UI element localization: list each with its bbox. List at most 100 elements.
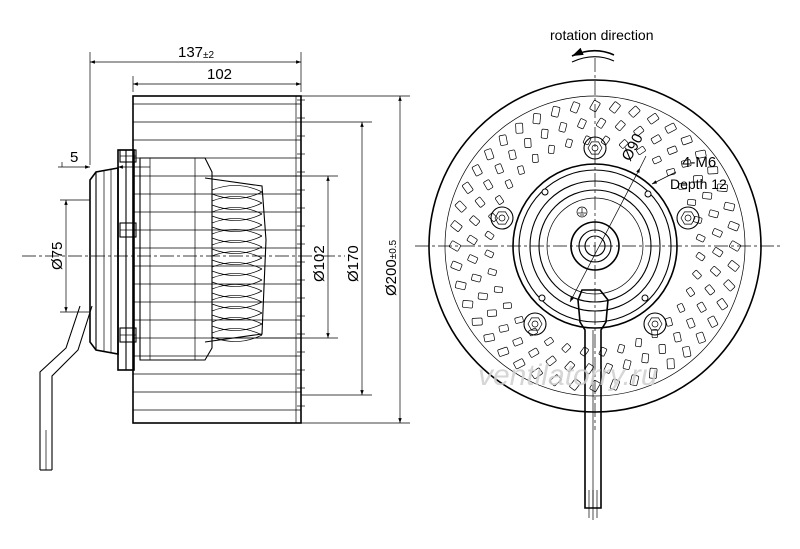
blade-opening: [487, 309, 497, 317]
svg-text:5: 5: [70, 149, 78, 166]
motor-side: [139, 157, 267, 361]
svg-text:Ø170: Ø170: [345, 245, 362, 282]
blade-opening: [467, 254, 479, 264]
blade-opening: [466, 234, 478, 245]
blade-opening: [723, 201, 736, 212]
blade-opening: [695, 252, 706, 262]
blade-opening: [680, 135, 693, 146]
blade-opening: [561, 343, 571, 353]
blade-opening: [636, 146, 646, 155]
blade-opening: [484, 230, 495, 240]
blade-opening: [716, 298, 728, 311]
coil-winding: [211, 224, 263, 232]
coil-winding: [211, 295, 263, 303]
dim-dia-102: Ø102: [212, 175, 338, 339]
blade-opening: [565, 138, 573, 148]
blade-opening: [695, 149, 707, 159]
blade-opening: [579, 346, 589, 357]
blade-opening: [601, 135, 611, 146]
blade-opening: [569, 378, 581, 391]
blade-opening: [673, 332, 682, 343]
mounting-bolt: [676, 206, 700, 230]
blade-opening: [628, 105, 641, 118]
blade-opening: [462, 181, 474, 194]
svg-text:Depth 12: Depth 12: [670, 176, 727, 192]
blade-opening: [540, 128, 549, 139]
coil-winding: [211, 328, 263, 336]
blade-opening: [712, 247, 724, 258]
blade-opening: [570, 101, 581, 114]
blade-opening: [524, 138, 532, 148]
blade-opening: [650, 134, 662, 145]
rotation-direction-indicator: rotation direction: [550, 27, 654, 63]
coil-winding: [211, 207, 263, 215]
blade-opening: [633, 125, 645, 137]
blade-opening: [666, 168, 676, 176]
watermark: ventilatorry.ru: [478, 359, 658, 392]
blade-opening: [652, 155, 662, 165]
blade-opening: [686, 317, 696, 329]
blade-opening: [502, 302, 512, 310]
blade-opening: [545, 355, 557, 367]
blade-opening: [583, 363, 594, 375]
blade-opening: [532, 113, 542, 125]
svg-text:Ø75: Ø75: [49, 242, 66, 270]
blade-opening: [531, 153, 539, 163]
coil-winding: [211, 317, 263, 325]
blade-opening: [528, 347, 540, 358]
blade-opening: [622, 359, 632, 370]
blade-opening: [648, 367, 658, 379]
blade-opening: [558, 122, 568, 133]
plate-screws: [538, 188, 652, 302]
blade-opening: [676, 303, 686, 313]
blade-opening: [495, 195, 504, 205]
blade-opening: [603, 362, 613, 374]
blade-opening: [471, 164, 483, 177]
blade-opening: [517, 165, 525, 175]
blade-opening: [687, 198, 697, 206]
mounting-bolt: [490, 206, 514, 230]
blade-opening: [647, 113, 660, 125]
blade-opening: [695, 233, 706, 243]
blade-opening: [469, 215, 480, 226]
bolt-head-middle: [119, 222, 137, 238]
blade-opening: [589, 100, 601, 112]
motor-rear-housing: [89, 167, 119, 355]
mounting-bolt: [523, 312, 547, 336]
coil-winding: [211, 257, 263, 265]
coil-winding: [211, 202, 263, 210]
blade-opening: [635, 338, 643, 348]
coil-winding: [211, 290, 263, 298]
coil-winding: [211, 246, 263, 254]
blade-opening: [609, 378, 620, 391]
svg-text:102: 102: [207, 66, 232, 83]
coil-winding: [211, 185, 263, 193]
blade-opening: [454, 200, 467, 213]
blade-opening: [707, 315, 719, 328]
blade-opening: [577, 118, 587, 130]
coil-winding: [211, 268, 263, 276]
blade-opening: [515, 122, 524, 134]
blade-opening: [617, 344, 625, 354]
blade-opening: [474, 196, 486, 208]
blade-opening: [619, 139, 629, 149]
blade-opening: [508, 149, 517, 160]
coil-winding: [211, 334, 263, 342]
coil-winding: [211, 218, 263, 226]
coil-winding: [211, 301, 263, 309]
svg-text:137±2: 137±2: [178, 44, 215, 61]
thread-callout: 4-M6 Depth 12: [651, 154, 727, 192]
blade-opening: [629, 374, 640, 387]
power-cable-front: [577, 289, 609, 520]
blade-opening: [702, 191, 713, 200]
coil-winding: [211, 323, 263, 331]
blade-opening: [711, 228, 723, 238]
blade-opening: [651, 329, 659, 339]
rotation-arrow-icon: [571, 47, 615, 57]
blade-opening: [504, 179, 514, 189]
svg-text:Ø102: Ø102: [311, 245, 328, 282]
coil-winding: [211, 240, 263, 248]
blade-opening: [498, 134, 508, 146]
blade-opening: [707, 166, 719, 175]
blade-opening: [727, 221, 740, 232]
